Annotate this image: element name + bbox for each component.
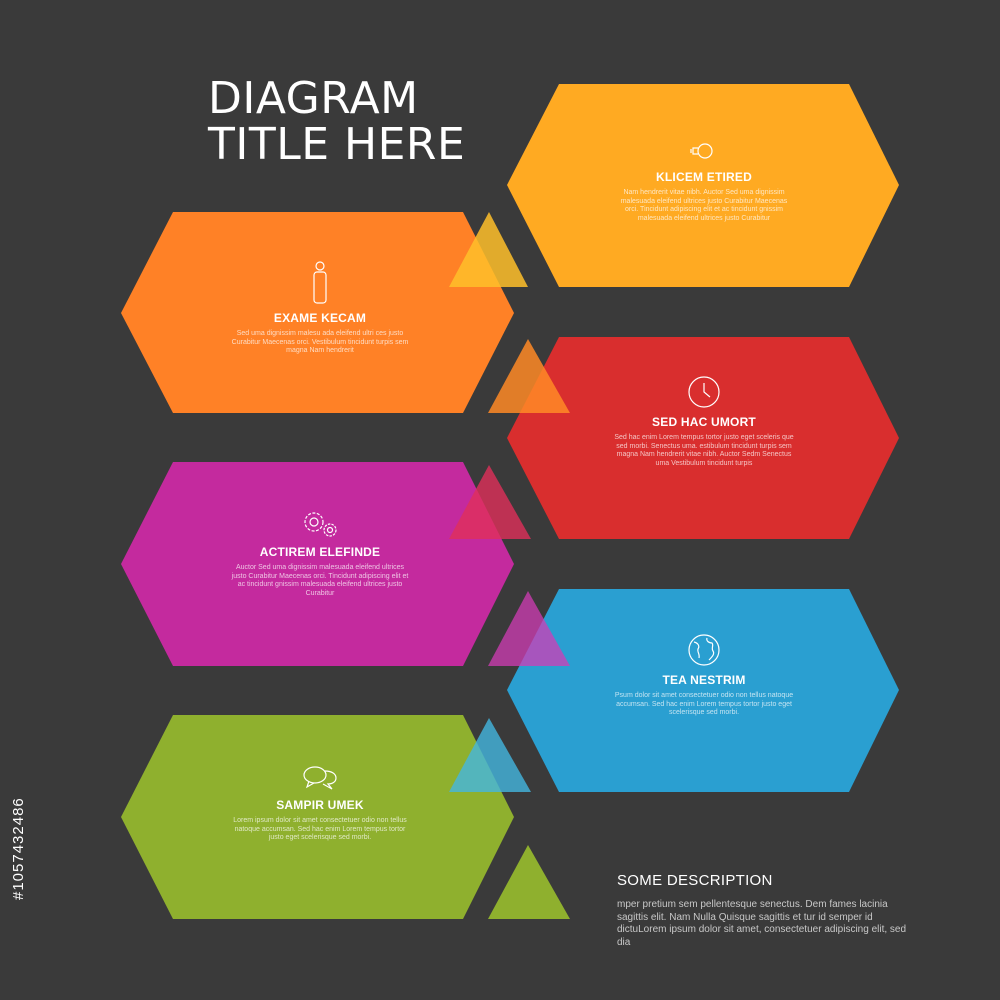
block-text: Lorem ipsum dolor sit amet consectetuer … bbox=[233, 817, 407, 841]
description-section: SOME DESCRIPTION mper pretium sem pellen… bbox=[617, 872, 907, 949]
block-tea-nestrim: TEA NESTRIM Psum dolor sit amet consecte… bbox=[614, 633, 794, 718]
block-actirem-elefinde: ACTIREM ELEFINDE Auctor Sed uma dignissi… bbox=[230, 509, 410, 598]
block-klicem-etired: KLICEM ETIRED Nam hendrerit vitae nibh. … bbox=[614, 138, 794, 223]
connector-triangle-green bbox=[488, 845, 570, 919]
block-title: SED HAC UMORT bbox=[652, 415, 756, 429]
hexagon-yellow bbox=[507, 84, 899, 287]
connector-triangle-red bbox=[449, 465, 531, 539]
block-title: KLICEM ETIRED bbox=[656, 170, 752, 184]
stock-id-label: #1057432486 bbox=[10, 797, 27, 900]
block-title: TEA NESTRIM bbox=[662, 673, 746, 687]
person-icon bbox=[313, 261, 327, 304]
hexagon-blue bbox=[507, 589, 899, 792]
gears-icon bbox=[304, 512, 337, 537]
connector-triangle-orange bbox=[488, 339, 570, 413]
hexagon-green bbox=[121, 715, 514, 919]
hexagon-red bbox=[507, 337, 899, 539]
diagram-title: DIAGRAM TITLE HERE bbox=[208, 76, 465, 168]
chat-icon bbox=[303, 766, 337, 790]
block-text: Sed uma dignissim malesu ada eleifend ul… bbox=[231, 330, 409, 354]
connector-triangle-magenta bbox=[488, 591, 570, 666]
block-title: EXAME KECAM bbox=[273, 311, 367, 325]
block-sampir-umek: SAMPIR UMEK Lorem ipsum dolor sit amet c… bbox=[230, 764, 410, 843]
connector-triangle-blue bbox=[449, 718, 531, 792]
globe-icon bbox=[688, 634, 720, 666]
description-text: mper pretium sem pellentesque senectus. … bbox=[617, 899, 907, 948]
hexagon-magenta bbox=[121, 462, 514, 666]
title-line-1: DIAGRAM bbox=[208, 73, 419, 124]
block-text: Auctor Sed uma dignissim malesuada eleif… bbox=[231, 564, 409, 597]
block-title: ACTIREM ELEFINDE bbox=[259, 545, 381, 559]
block-title: SAMPIR UMEK bbox=[276, 798, 364, 812]
block-text: Sed hac enim Lorem tempus tortor justo e… bbox=[614, 434, 794, 467]
connector-triangle-yellow bbox=[449, 212, 528, 287]
clock-icon bbox=[688, 376, 720, 408]
block-text: Psum dolor sit amet consectetuer odio no… bbox=[614, 692, 794, 716]
block-text: Nam hendrerit vitae nibh. Auctor Sed uma… bbox=[620, 189, 788, 222]
block-exame-kecam: EXAME KECAM Sed uma dignissim malesu ada… bbox=[230, 261, 410, 356]
block-sed-hac-umort: SED HAC UMORT Sed hac enim Lorem tempus … bbox=[614, 375, 794, 468]
description-heading: SOME DESCRIPTION bbox=[617, 872, 773, 889]
title-line-2: TITLE HERE bbox=[208, 119, 466, 170]
lightbulb-icon bbox=[690, 143, 713, 159]
hexagon-orange bbox=[121, 212, 514, 413]
